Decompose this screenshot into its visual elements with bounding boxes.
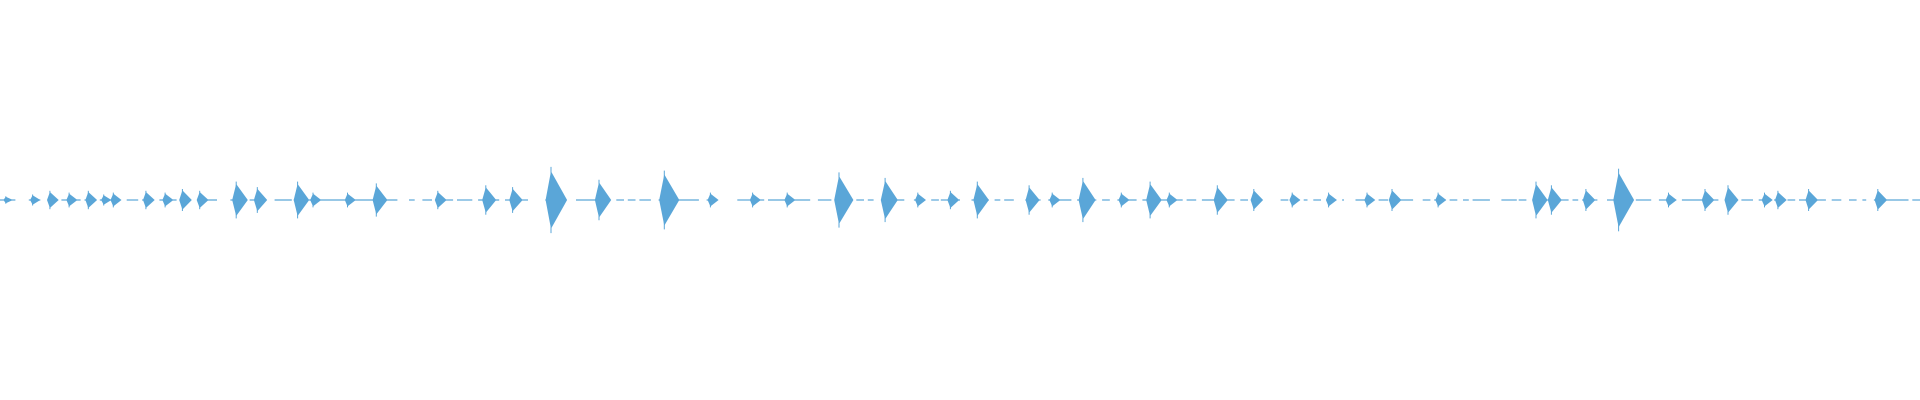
waveform-peak xyxy=(1213,187,1228,213)
waveform-peak xyxy=(1049,193,1061,207)
waveform-peak xyxy=(1146,184,1162,216)
waveform-peak xyxy=(784,193,796,207)
waveform-peak xyxy=(1874,190,1888,210)
waveform-peak xyxy=(85,192,98,208)
waveform-peak xyxy=(101,195,112,205)
waveform-peak xyxy=(1805,190,1818,210)
waveform-peak xyxy=(232,184,248,216)
waveform-peak xyxy=(344,193,356,207)
waveform-peak xyxy=(1724,187,1739,213)
waveform-peak xyxy=(947,192,960,208)
waveform-peak xyxy=(1364,193,1376,207)
waveform-peak xyxy=(973,184,989,216)
waveform-peak xyxy=(1435,193,1447,207)
waveform-peak xyxy=(1289,193,1301,207)
waveform-peak xyxy=(834,176,854,224)
waveform-peak xyxy=(310,193,322,207)
waveform-peak xyxy=(110,193,122,207)
waveform-peak xyxy=(1166,193,1178,207)
waveform-peak xyxy=(1388,190,1402,210)
waveform-peak xyxy=(47,192,59,208)
waveform-peak xyxy=(1025,187,1040,213)
waveform-peak xyxy=(1775,192,1787,208)
waveform-peak xyxy=(482,187,497,213)
waveform-peak xyxy=(1118,193,1130,207)
waveform-peak xyxy=(434,192,447,208)
waveform-peak xyxy=(1613,172,1635,228)
waveform-peak xyxy=(509,188,523,212)
waveform-peak xyxy=(1325,193,1337,207)
waveform-peak xyxy=(372,185,388,215)
waveform-peak xyxy=(293,184,310,216)
waveform-peak xyxy=(1701,190,1715,210)
waveform-peak xyxy=(707,193,719,207)
waveform-peak xyxy=(253,188,268,212)
waveform-peak xyxy=(749,193,761,207)
waveform-peak xyxy=(30,195,41,205)
waveform-peak xyxy=(1582,190,1596,210)
waveform-peak xyxy=(1547,187,1562,213)
waveform-layer xyxy=(0,166,1920,234)
waveform-peak xyxy=(1250,190,1264,210)
waveform-peak xyxy=(196,192,209,208)
waveform-peak xyxy=(1532,184,1548,216)
waveform-peak xyxy=(66,193,78,207)
waveform-peak xyxy=(1665,193,1677,207)
waveform-peak xyxy=(179,190,192,210)
waveform-peak xyxy=(3,196,13,204)
waveform-peak xyxy=(915,193,926,207)
waveform-peak xyxy=(1761,193,1773,207)
waveform-peak xyxy=(594,182,612,218)
waveform-peak xyxy=(880,180,898,220)
waveform-peak xyxy=(162,193,174,207)
waveform-peak xyxy=(143,192,155,208)
waveform-peak xyxy=(545,171,568,229)
waveform-peak xyxy=(1078,180,1096,220)
waveform-peak xyxy=(659,174,680,226)
